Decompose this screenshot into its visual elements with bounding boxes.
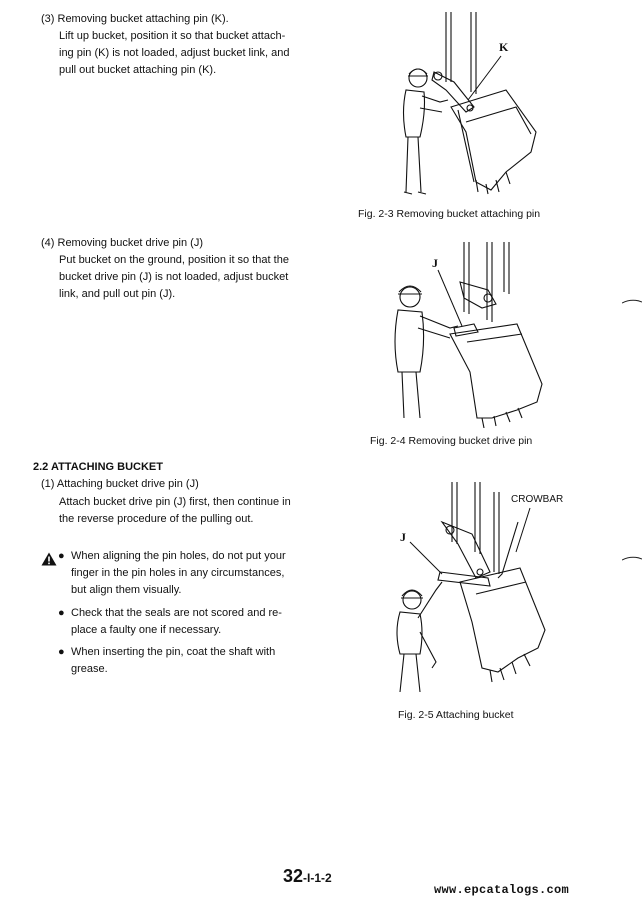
attach-step1-body: Attach bucket drive pin (J) first, then … <box>59 496 291 525</box>
page-number-main: 32 <box>283 866 304 886</box>
step3-title: (3) Removing bucket attaching pin (K). <box>41 13 229 25</box>
step3-body: Lift up bucket, position it so that buck… <box>59 30 290 76</box>
figure-2-4-leader-line <box>437 269 463 327</box>
figure-2-4-label-j: J <box>432 256 438 270</box>
figure-2-3-leader-line <box>467 55 502 101</box>
bullet-icon: ● <box>58 607 65 619</box>
warning-item-2: ● Check that the seals are not scored an… <box>58 605 282 639</box>
page-number-suffix: -I-1-2 <box>303 871 332 885</box>
section-heading-attaching-bucket: 2.2 ATTACHING BUCKET <box>33 461 163 473</box>
figure-2-3-drawing <box>402 12 537 195</box>
margin-mark-icon <box>622 299 642 304</box>
figure-2-5-leader-lines <box>409 507 531 575</box>
warning-item-1-text: When aligning the pin holes, do not put … <box>71 550 286 596</box>
warning-item-1: ● When aligning the pin holes, do not pu… <box>58 548 286 599</box>
figure-2-5-label-crowbar: CROWBAR <box>511 494 564 505</box>
figure-2-5: J CROWBAR <box>380 482 580 700</box>
figure-2-3: K <box>396 12 556 206</box>
attach-step1-title: (1) Attaching bucket drive pin (J) <box>41 478 199 490</box>
figure-2-3-caption: Fig. 2-3 Removing bucket attaching pin <box>358 208 541 220</box>
step4-body: Put bucket on the ground, position it so… <box>59 254 289 300</box>
step4-title: (4) Removing bucket drive pin (J) <box>41 237 204 249</box>
margin-mark-icon <box>622 556 642 561</box>
warning-item-3: ● When inserting the pin, coat the shaft… <box>58 644 275 678</box>
figure-2-3-label-k: K <box>499 40 509 54</box>
figure-2-4: J <box>392 242 554 428</box>
warning-item-2-text: Check that the seals are not scored and … <box>71 607 282 636</box>
figure-2-5-label-j: J <box>400 530 406 544</box>
warning-triangle-icon <box>41 552 57 566</box>
figure-2-4-drawing <box>394 242 543 428</box>
footer-url: www.epcatalogs.com <box>434 883 570 897</box>
warning-item-3-text: When inserting the pin, coat the shaft w… <box>71 646 276 675</box>
figure-2-4-caption: Fig. 2-4 Removing bucket drive pin <box>370 435 533 447</box>
figure-2-5-caption: Fig. 2-5 Attaching bucket <box>398 709 514 721</box>
figure-2-5-drawing <box>396 482 546 693</box>
page-number: 32-I-1-2 <box>283 866 332 887</box>
bullet-icon: ● <box>58 550 65 562</box>
bullet-icon: ● <box>58 646 65 658</box>
